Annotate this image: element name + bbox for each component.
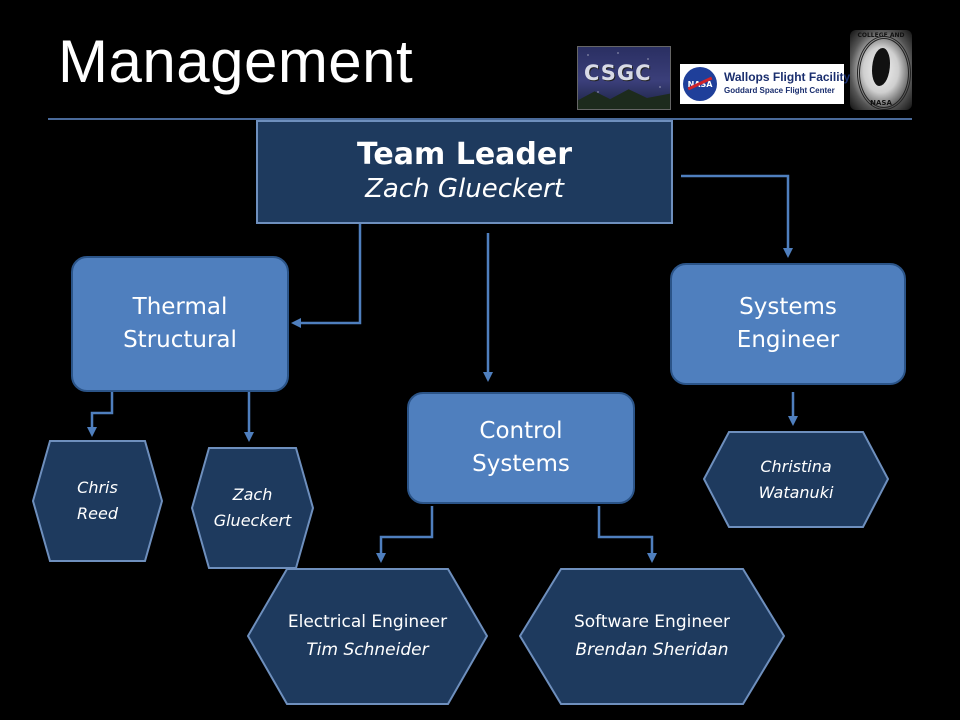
systems-line2: Engineer — [736, 327, 840, 353]
software-engineer-hexagon: Software Engineer Brendan Sheridan — [519, 568, 785, 705]
seal-flame-icon — [872, 48, 890, 86]
hexagon-shape — [519, 568, 785, 705]
connector-leader-thermal — [291, 224, 362, 328]
thermal-line2: Structural — [123, 327, 237, 353]
csgc-logo: CSGC — [577, 46, 671, 110]
slide-title: Management — [58, 28, 414, 95]
title-divider — [48, 118, 912, 120]
wallops-logo: NASA Wallops Flight Facility Goddard Spa… — [680, 64, 850, 104]
software-role: Software Engineer — [573, 612, 731, 633]
christina-line1: Christina — [760, 456, 832, 476]
wallops-logo-line2: Goddard Space Flight Center — [724, 86, 835, 95]
seal-bottom-text: NASA — [870, 99, 892, 107]
seal-ring — [857, 36, 911, 110]
systems-engineer-box: Systems Engineer — [670, 263, 906, 385]
chris-line1: Chris — [77, 478, 118, 498]
zach-line1: Zach — [232, 485, 273, 505]
wallops-logo-line1: Wallops Flight Facility — [724, 70, 851, 84]
software-name: Brendan Sheridan — [575, 639, 729, 660]
christina-line2: Watanuki — [758, 482, 834, 502]
chris-line2: Reed — [77, 504, 118, 523]
connector-leader-systems — [681, 174, 793, 258]
hexagon-shape — [703, 431, 889, 528]
connector-control-software — [597, 506, 657, 563]
zach-glueckert-hexagon: Zach Glueckert — [191, 447, 314, 569]
control-line2: Systems — [472, 451, 570, 477]
electrical-name: Tim Schneider — [306, 639, 429, 660]
team-leader-role: Team Leader — [356, 137, 573, 173]
team-leader-name: Zach Glueckert — [365, 174, 564, 205]
systems-line1: Systems — [739, 293, 837, 320]
csgc-logo-text: CSGC — [584, 61, 652, 85]
connector-control-electrical — [376, 506, 434, 563]
nasa-meatball-icon: NASA — [683, 67, 717, 101]
zach-line2: Glueckert — [213, 511, 292, 530]
hexagon-shape — [32, 440, 163, 562]
christina-watanuki-hexagon: Christina Watanuki — [703, 431, 889, 528]
chris-reed-hexagon: Chris Reed — [32, 440, 163, 562]
connector-thermal-chris — [87, 392, 114, 437]
electrical-engineer-hexagon: Electrical Engineer Tim Schneider — [247, 568, 488, 705]
control-systems-box: Control Systems — [407, 392, 635, 504]
thermal-line1: Thermal — [132, 293, 228, 320]
electrical-role: Electrical Engineer — [287, 612, 448, 633]
seal-top-text: COLLEGE AND — [857, 32, 905, 39]
control-line1: Control — [479, 417, 563, 444]
hexagon-shape — [247, 568, 488, 705]
thermal-structural-box: Thermal Structural — [71, 256, 289, 392]
team-leader-box: Team Leader Zach Glueckert — [256, 120, 673, 224]
college-seal-logo: COLLEGE AND NASA — [850, 30, 912, 110]
